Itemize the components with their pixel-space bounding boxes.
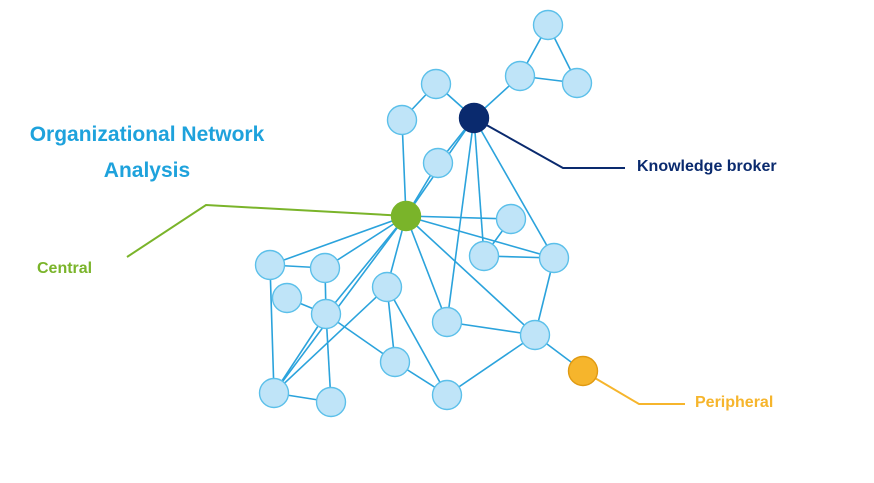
network-edge bbox=[269, 215, 407, 266]
network-edge bbox=[273, 286, 388, 394]
diagram-title-line-1: Organizational Network bbox=[29, 123, 265, 146]
network-node bbox=[420, 68, 452, 100]
network-edge bbox=[405, 215, 536, 336]
network-node bbox=[271, 282, 303, 314]
network-edge bbox=[325, 215, 407, 315]
central-node bbox=[390, 200, 422, 232]
diagram-title-line-2: Analysis bbox=[103, 159, 191, 182]
network-node bbox=[538, 242, 570, 274]
network-node bbox=[431, 379, 463, 411]
network-edge bbox=[405, 215, 512, 220]
network-edge bbox=[386, 286, 448, 396]
network-edge bbox=[273, 215, 407, 394]
broker-callout-line bbox=[473, 117, 625, 169]
network-node bbox=[254, 249, 286, 281]
network-node bbox=[495, 203, 527, 235]
callout-lines bbox=[126, 117, 685, 405]
network-edge bbox=[273, 313, 327, 394]
network-node bbox=[258, 377, 290, 409]
network-nodes bbox=[254, 9, 599, 418]
network-edge bbox=[405, 215, 448, 323]
network-node bbox=[315, 386, 347, 418]
central-callout-line bbox=[126, 203, 407, 258]
central-label: Central bbox=[37, 260, 93, 277]
network-node bbox=[386, 104, 418, 136]
network-node bbox=[532, 9, 564, 41]
network-node bbox=[431, 306, 463, 338]
network-edge bbox=[473, 117, 485, 257]
network-node bbox=[379, 346, 411, 378]
peripheral-node bbox=[567, 355, 599, 387]
network-edge bbox=[446, 334, 536, 396]
network-node bbox=[519, 319, 551, 351]
network-edge bbox=[405, 215, 555, 259]
peripheral-callout-line bbox=[582, 370, 685, 405]
network-edge bbox=[446, 117, 475, 323]
network-node bbox=[468, 240, 500, 272]
network-node bbox=[309, 252, 341, 284]
network-edge bbox=[324, 215, 407, 269]
network-edge bbox=[269, 264, 275, 394]
network-node bbox=[422, 147, 454, 179]
network-node bbox=[561, 67, 593, 99]
knowledge-broker-label: Knowledge broker bbox=[637, 158, 777, 175]
peripheral-label: Peripheral bbox=[695, 394, 774, 411]
network-node bbox=[371, 271, 403, 303]
network-edge bbox=[401, 119, 407, 217]
network-node bbox=[310, 298, 342, 330]
network-node bbox=[504, 60, 536, 92]
knowledge-broker-node bbox=[458, 102, 490, 134]
network-edge bbox=[473, 117, 555, 259]
